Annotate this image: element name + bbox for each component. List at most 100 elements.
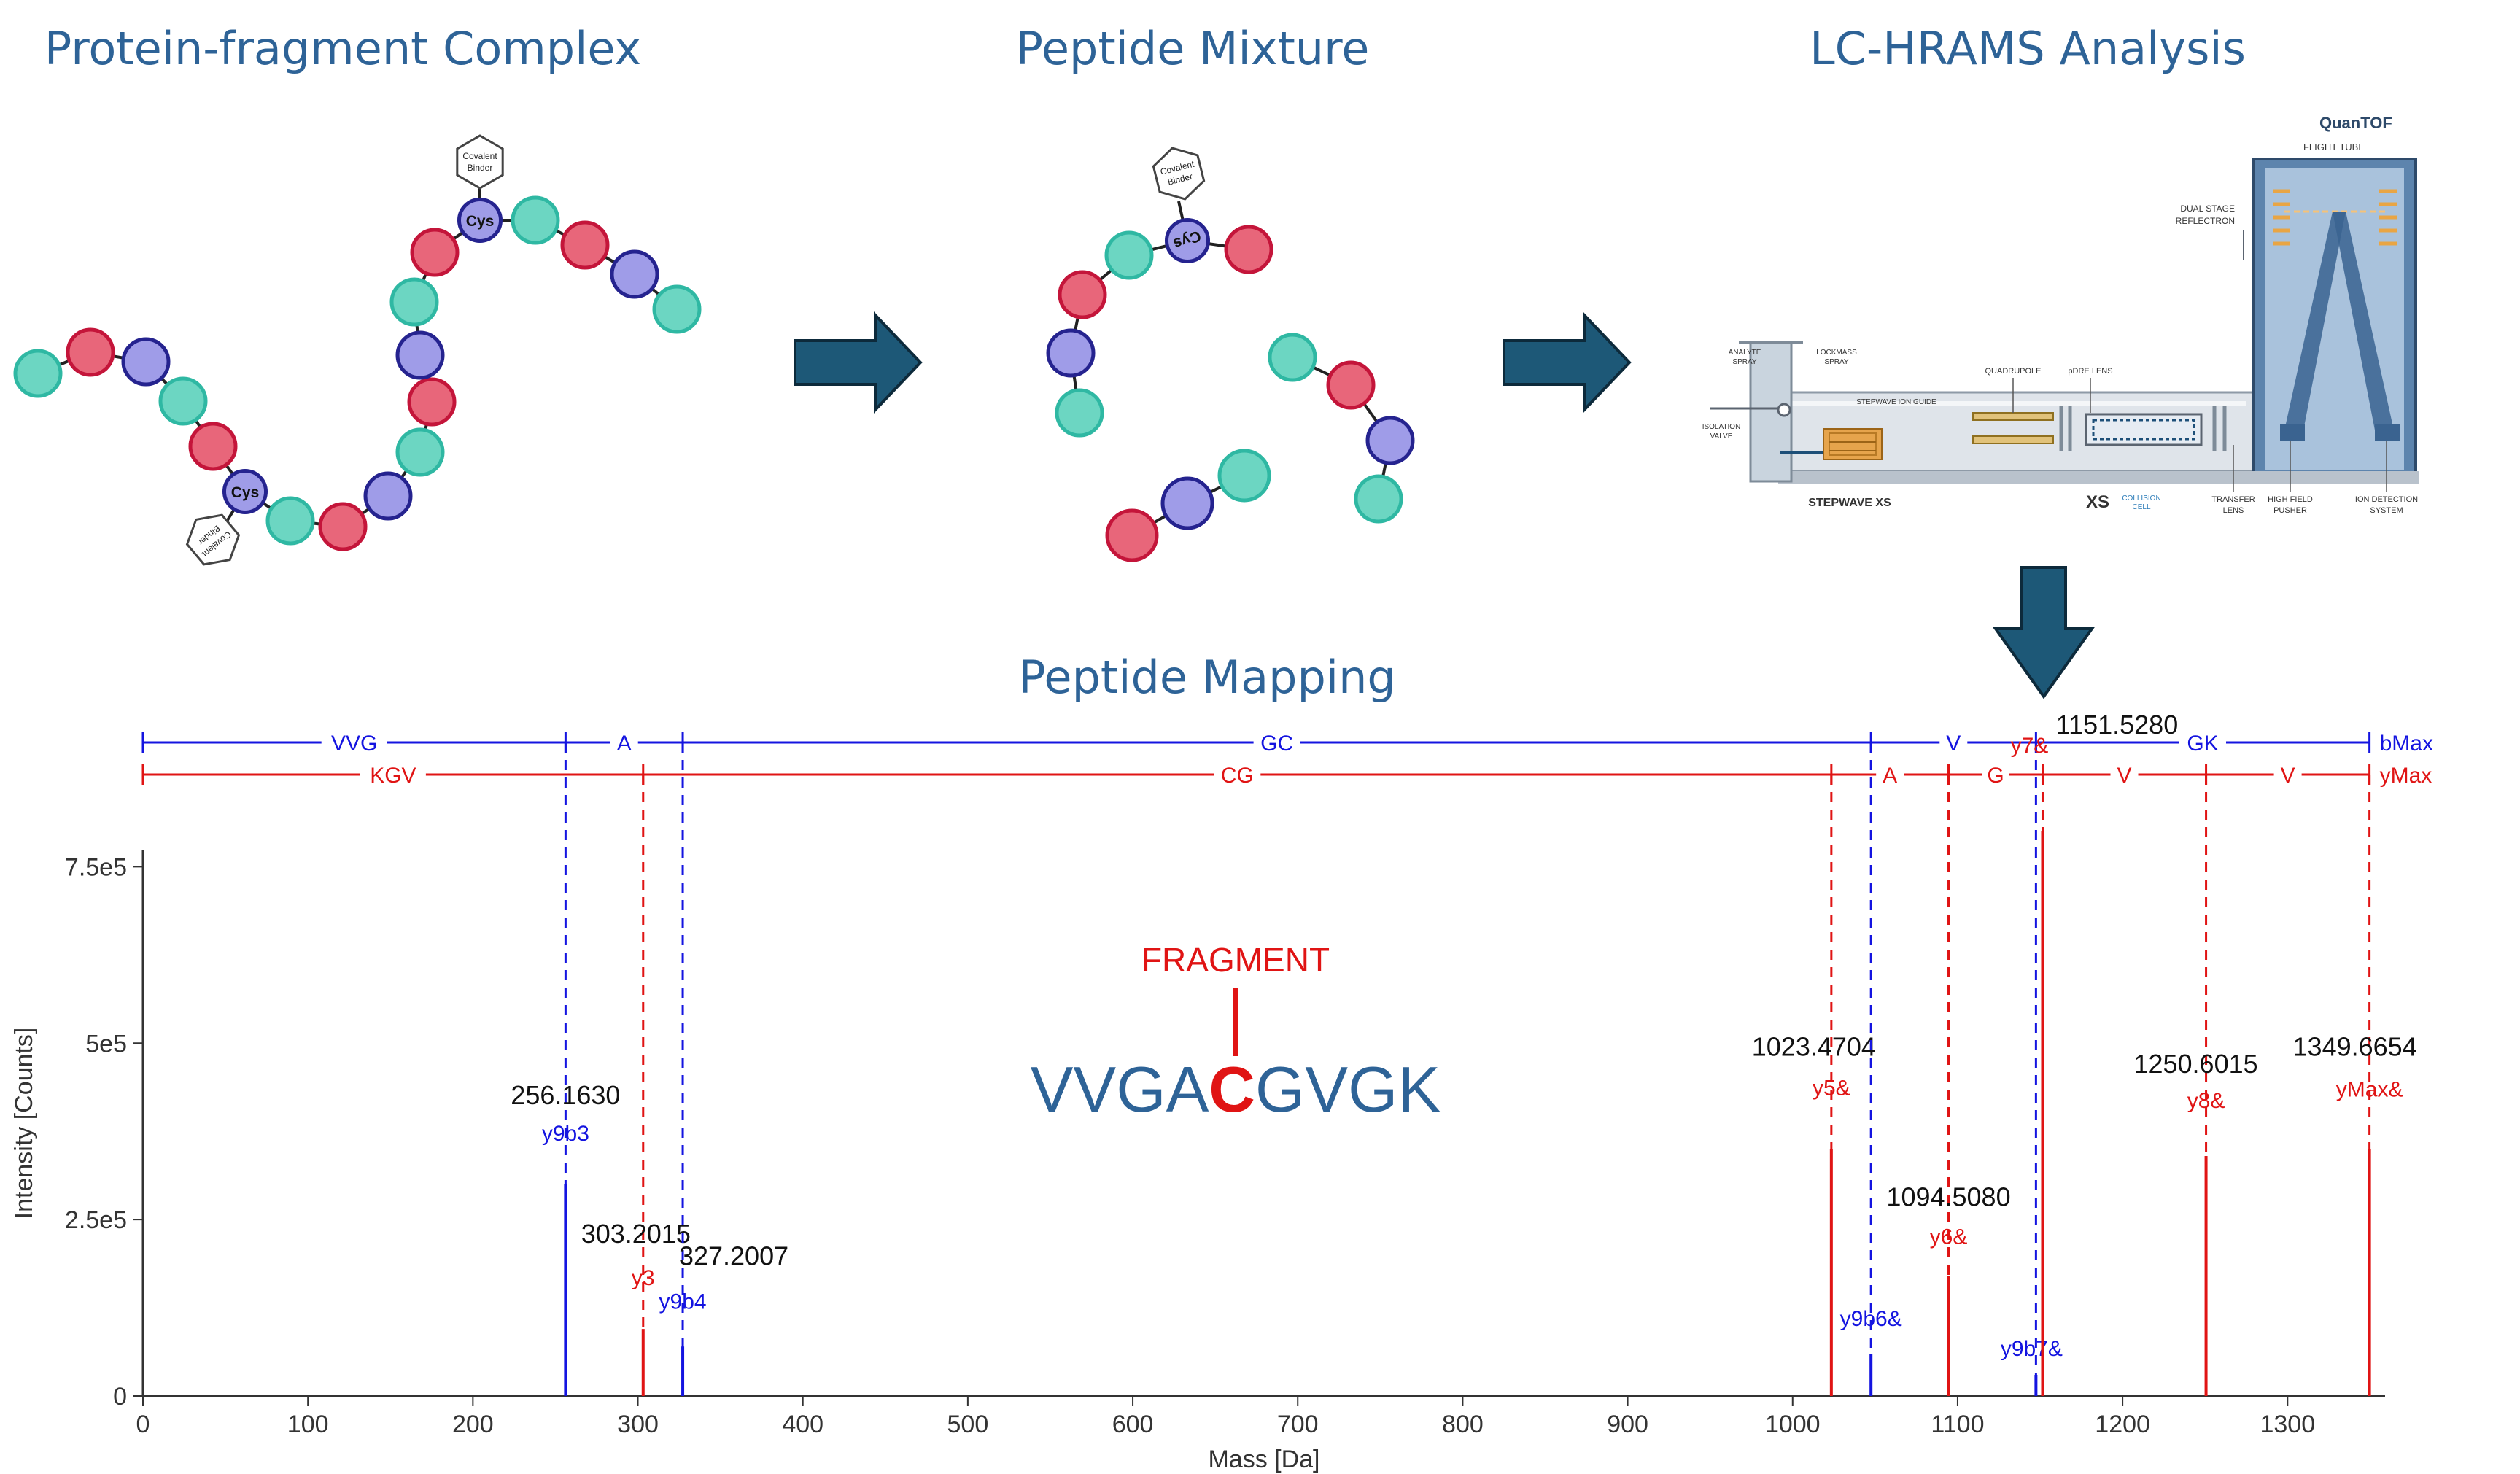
ladder-label-bg: [610, 732, 638, 753]
x-tick-label: 200: [452, 1411, 494, 1438]
ladder-label-bg: [1214, 764, 1261, 786]
x-tick-label: 900: [1607, 1411, 1648, 1438]
peak-ion-label: y8&: [2187, 1089, 2225, 1113]
residue-bead: [1326, 360, 1376, 410]
ladder-label-bg: [2179, 732, 2227, 753]
peak[interactable]: yMax&1349.6654: [2293, 775, 2417, 1396]
residue-bead: [1104, 230, 1154, 280]
residue-bead: [511, 195, 560, 245]
cys-label: Cys: [466, 213, 495, 230]
label-detection-1: ION DETECTION: [2355, 495, 2418, 504]
label-flight-tube: FLIGHT TUBE: [2303, 141, 2365, 152]
residue-bead: [1365, 416, 1415, 465]
x-tick-label: 500: [947, 1411, 989, 1438]
title-peptide-mixture: Peptide Mixture: [1016, 22, 1370, 75]
label-transfer-2: LENS: [2223, 506, 2244, 515]
label-detection-2: SYSTEM: [2370, 506, 2403, 515]
residue-bead: [395, 427, 445, 477]
cys-label: Cys: [231, 484, 260, 501]
residue-bead: [1224, 225, 1273, 274]
ladder-residue-label: GK: [2187, 732, 2218, 756]
modified-residue: C: [1209, 1053, 1255, 1125]
ladder-name: bMax: [2380, 732, 2433, 756]
x-axis-label: Mass [Da]: [1208, 1446, 1319, 1473]
ladder-label-bg: [1939, 732, 1968, 753]
label-reflectron-2: REFLECTRON: [2176, 216, 2235, 226]
ladder-residue-label: CG: [1221, 764, 1254, 788]
cysteine-residue: [222, 468, 268, 515]
label-collision-2: CELL: [2132, 503, 2150, 511]
peak-ion-label: y9b7&: [2001, 1337, 2063, 1361]
label-isolation-2: VALVE: [1710, 432, 1733, 441]
mass-spectrometer-schematic: QuanTOF FLIGHT TUBE DUAL STAGE REFLECTRO…: [1702, 114, 2419, 515]
ladder-residue-label: A: [617, 732, 632, 756]
residue-bead: [13, 349, 63, 398]
label-analyte-2: SPRAY: [1732, 358, 1756, 366]
ladder-residue-label: V: [1946, 732, 1961, 756]
ladder-label-bg: [1253, 732, 1300, 753]
residue-bead: [407, 377, 457, 427]
ladder-residue-label: VVG: [331, 732, 377, 756]
label-pusher-2: PUSHER: [2273, 506, 2307, 515]
arrow-down-icon: [1993, 566, 2095, 699]
peak-ion-label: y7&: [2011, 734, 2049, 758]
x-tick-label: 1100: [1931, 1411, 1984, 1438]
label-stepwave-ion-guide: STEPWAVE ION GUIDE: [1856, 398, 1936, 406]
residue-bead: [188, 422, 238, 471]
peptide-sequence-annotation: FRAGMENT VVGACGVGK: [1031, 941, 1441, 1125]
y-tick-label: 0: [113, 1383, 127, 1411]
label-analyte-1: ANALYTE: [1729, 349, 1761, 357]
y-tick-label: 7.5e5: [65, 853, 127, 881]
x-tick-label: 700: [1277, 1411, 1319, 1438]
peak[interactable]: y5&1023.4704: [1752, 775, 1876, 1396]
residue-bead: [389, 277, 439, 327]
y-tick-label: 2.5e5: [65, 1206, 127, 1234]
x-tick-label: 100: [287, 1411, 329, 1438]
x-tick-label: 1300: [2260, 1411, 2315, 1438]
ladder-label-bg: [2110, 764, 2139, 786]
residue-bead: [1055, 388, 1104, 438]
peak-mass-label: 1250.6015: [2133, 1049, 2257, 1079]
label-quadrupole: QUADRUPOLE: [1985, 367, 2041, 376]
label-collision-1: COLLISION: [2122, 494, 2160, 503]
x-tick-label: 0: [136, 1411, 150, 1438]
peak[interactable]: y8&1250.6015: [2133, 775, 2258, 1396]
residue-chain: Cys: [1046, 217, 1273, 438]
stepwave-ion-guide: [1823, 428, 1883, 460]
peak[interactable]: y7&1151.5280: [2011, 710, 2179, 1396]
label-xs: XS: [2086, 492, 2109, 512]
x-tick-label: 600: [1112, 1411, 1154, 1438]
peak-ion-label: y6&: [1930, 1225, 1968, 1249]
ladder-label-bg: [1876, 764, 1904, 786]
x-tick-label: 1200: [2095, 1411, 2150, 1438]
residue-bead: [121, 337, 171, 387]
label-reflectron-1: DUAL STAGE: [2180, 203, 2235, 214]
label-lockmass-1: LOCKMASS: [1816, 349, 1857, 357]
label-pusher-1: HIGH FIELD: [2268, 495, 2313, 504]
residue-bead: [1217, 449, 1271, 503]
peak-ion-label: y9b6&: [1840, 1307, 1902, 1331]
peak-mass-label: 1094.5080: [1886, 1182, 2010, 1212]
peak[interactable]: y6&1094.5080: [1886, 775, 2011, 1396]
residue-bead: [318, 502, 368, 551]
peak[interactable]: y9b7&: [2001, 742, 2063, 1396]
sequence-before: VVGA: [1031, 1053, 1209, 1125]
peak-ion-label: y9b3: [542, 1122, 589, 1146]
ladder-residue-label: V: [2117, 764, 2132, 788]
ladder-residue-label: G: [1987, 764, 2004, 788]
peak[interactable]: y9b6&: [1840, 742, 1902, 1396]
residue-bead: [66, 327, 115, 377]
residue-bead: [1105, 508, 1159, 562]
label-isolation-1: ISOLATION: [1702, 423, 1741, 431]
ladder-residue-label: V: [2281, 764, 2295, 788]
